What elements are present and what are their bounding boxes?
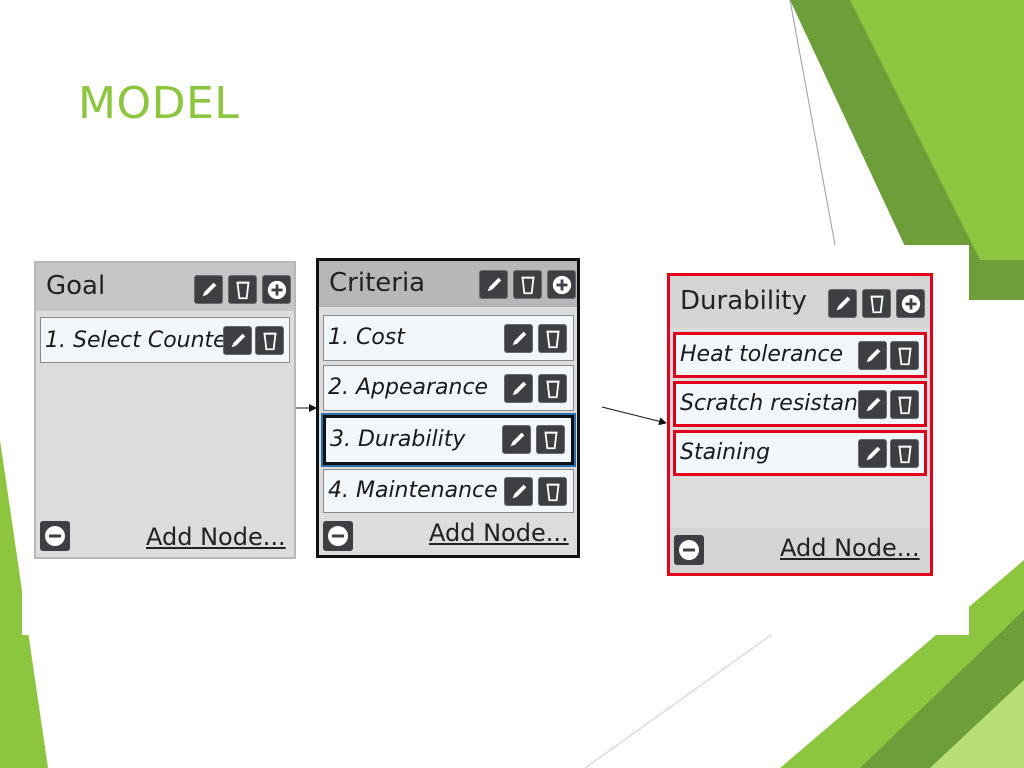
node-item[interactable]: 4. Maintenance — [323, 469, 574, 513]
pencil-icon — [836, 296, 850, 310]
pencil-icon — [512, 484, 526, 498]
plus-icon — [267, 280, 286, 299]
trash-icon — [543, 431, 558, 449]
edit-button[interactable] — [479, 270, 508, 299]
node-label: Staining — [680, 440, 771, 465]
node-item[interactable]: Heat tolerance — [673, 332, 927, 378]
node-label: Scratch resistan — [680, 391, 858, 416]
durability-panel-header: Durability — [670, 276, 930, 328]
node-label: 4. Maintenance — [328, 478, 498, 503]
trash-icon — [897, 445, 912, 463]
pencil-icon — [866, 348, 880, 362]
pencil-icon — [866, 397, 880, 411]
goal-panel-header: Goal — [36, 263, 294, 311]
slide-title: MODEL — [78, 78, 240, 129]
panel-title: Criteria — [329, 268, 426, 298]
pencil-icon — [866, 446, 880, 460]
remove-button[interactable] — [674, 535, 704, 565]
node-item[interactable]: Staining — [673, 430, 927, 476]
edit-button[interactable] — [828, 289, 857, 318]
node-item-selected[interactable]: 3. Durability — [323, 415, 574, 465]
plus-icon — [901, 294, 920, 313]
criteria-panel-header: Criteria — [319, 261, 577, 307]
panel-title: Goal — [46, 271, 106, 301]
plus-icon — [552, 275, 571, 294]
edit-button[interactable] — [858, 390, 887, 419]
panel-title: Durability — [680, 286, 807, 316]
minus-icon — [328, 526, 348, 546]
pencil-icon — [487, 277, 501, 291]
trash-icon — [869, 295, 884, 313]
pencil-icon — [231, 333, 245, 347]
add-button[interactable] — [547, 270, 576, 299]
trash-icon — [262, 332, 277, 350]
node-label: 1. Select Counte — [45, 328, 227, 353]
add-node-link[interactable]: Add Node... — [429, 519, 569, 547]
add-button[interactable] — [896, 289, 925, 318]
edit-button[interactable] — [504, 477, 533, 506]
edit-button[interactable] — [858, 341, 887, 370]
edit-button[interactable] — [223, 326, 252, 355]
model-canvas: Goal 1. Select Counte Add Node... — [22, 245, 969, 635]
node-label: 3. Durability — [330, 427, 466, 452]
edit-button[interactable] — [502, 425, 531, 454]
pencil-icon — [512, 381, 526, 395]
delete-button[interactable] — [538, 477, 567, 506]
trash-icon — [545, 330, 560, 348]
node-item[interactable]: 2. Appearance — [323, 365, 574, 411]
criteria-panel: Criteria 1. Cost 2. Appearance — [316, 258, 580, 558]
edit-button[interactable] — [858, 439, 887, 468]
remove-button[interactable] — [40, 521, 70, 551]
minus-icon — [45, 526, 65, 546]
add-button[interactable] — [262, 275, 291, 304]
arrow-criteria-to-durability — [601, 406, 667, 426]
trash-icon — [545, 380, 560, 398]
delete-button[interactable] — [536, 425, 565, 454]
node-item[interactable]: Scratch resistan — [673, 381, 927, 427]
delete-button[interactable] — [890, 341, 919, 370]
durability-panel-footer: Add Node... — [670, 528, 930, 573]
trash-icon — [235, 281, 250, 299]
trash-icon — [897, 396, 912, 414]
edit-button[interactable] — [194, 275, 223, 304]
pencil-icon — [512, 331, 526, 345]
add-node-link[interactable]: Add Node... — [780, 534, 920, 562]
delete-button[interactable] — [538, 374, 567, 403]
pencil-icon — [510, 432, 524, 446]
delete-button[interactable] — [228, 275, 257, 304]
connector-arrows — [296, 404, 667, 426]
delete-button[interactable] — [255, 326, 284, 355]
add-node-link[interactable]: Add Node... — [146, 523, 286, 551]
node-label: 1. Cost — [328, 325, 405, 350]
minus-icon — [679, 540, 699, 560]
trash-icon — [545, 483, 560, 501]
node-item[interactable]: 1. Select Counte — [40, 317, 290, 363]
delete-button[interactable] — [513, 270, 542, 299]
delete-button[interactable] — [890, 439, 919, 468]
node-label: 2. Appearance — [328, 375, 489, 400]
delete-button[interactable] — [538, 324, 567, 353]
remove-button[interactable] — [323, 521, 353, 551]
edit-button[interactable] — [504, 374, 533, 403]
trash-icon — [520, 276, 535, 294]
goal-panel: Goal 1. Select Counte Add Node... — [34, 261, 296, 559]
node-label: Heat tolerance — [680, 342, 844, 367]
node-item[interactable]: 1. Cost — [323, 315, 574, 361]
delete-button[interactable] — [862, 289, 891, 318]
durability-panel: Durability Heat tolerance Scratch resist… — [667, 273, 933, 576]
trash-icon — [897, 347, 912, 365]
edit-button[interactable] — [504, 324, 533, 353]
pencil-icon — [202, 282, 216, 296]
delete-button[interactable] — [890, 390, 919, 419]
